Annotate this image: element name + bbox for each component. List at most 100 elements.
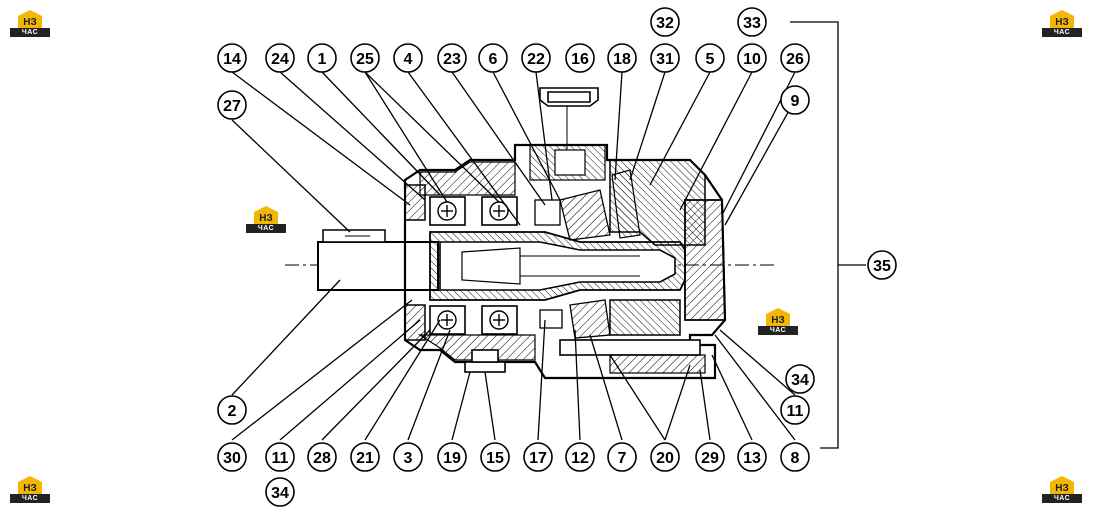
callout-label: 21	[356, 450, 374, 467]
callout-label: 24	[271, 51, 289, 68]
callout-circle	[737, 43, 767, 73]
rotor-assembly	[429, 231, 686, 301]
brand-logo-icon: НЗ	[766, 308, 790, 326]
callout-26: 26	[780, 43, 810, 73]
callout-19: 19	[437, 442, 467, 472]
callout-label: 34	[791, 372, 809, 389]
callout-label: 28	[313, 450, 331, 467]
callout-22: 22	[521, 43, 551, 73]
callout-9: 9	[780, 85, 810, 115]
callout-label: 25	[356, 51, 374, 68]
callout-circle	[695, 43, 725, 73]
callout-circle	[217, 43, 247, 73]
callout-18: 18	[607, 43, 637, 73]
callout-label: 32	[656, 15, 674, 32]
callout-label: 19	[443, 450, 461, 467]
callout-12: 12	[565, 442, 595, 472]
callout-33: 33	[737, 7, 767, 37]
callout-label: 34	[271, 485, 289, 502]
callout-circle	[523, 442, 553, 472]
callout-circle	[265, 477, 295, 507]
callout-circle	[737, 442, 767, 472]
callout-31: 31	[650, 43, 680, 73]
callout-circle	[393, 442, 423, 472]
callout-circle	[217, 90, 247, 120]
brand-logo-text: ЧАС	[758, 326, 798, 335]
callout-label: 1	[318, 51, 327, 68]
port-cap	[539, 87, 599, 107]
callout-circle	[437, 442, 467, 472]
brand-logo-bottom-left: НЗ ЧАС	[10, 474, 50, 510]
callout-label: 14	[223, 51, 241, 68]
callout-label: 20	[656, 450, 674, 467]
callout-30: 30	[217, 442, 247, 472]
callout-circle	[785, 364, 815, 394]
callout-14: 14	[217, 43, 247, 73]
callout-label: 3	[404, 450, 413, 467]
callout-label: 6	[489, 51, 498, 68]
callout-7: 7	[607, 442, 637, 472]
callout-circle	[607, 442, 637, 472]
brand-logo-mid-left: НЗ ЧАС	[246, 204, 286, 240]
callout-label: 31	[656, 51, 674, 68]
callout-circle	[307, 442, 337, 472]
callout-circle	[650, 442, 680, 472]
drive-shaft	[317, 229, 439, 291]
svg-text:НЗ: НЗ	[23, 17, 37, 28]
callout-24: 24	[265, 43, 295, 73]
callout-label: 27	[223, 98, 241, 115]
callout-16: 16	[565, 43, 595, 73]
callout-15: 15	[480, 442, 510, 472]
callout-label: 13	[743, 450, 761, 467]
brand-logo-text: ЧАС	[1042, 28, 1082, 37]
callout-1: 1	[307, 43, 337, 73]
callout-4: 4	[393, 43, 423, 73]
brand-logo-icon: НЗ	[1050, 10, 1074, 28]
callout-circle	[650, 7, 680, 37]
svg-text:НЗ: НЗ	[23, 483, 37, 494]
svg-text:НЗ: НЗ	[771, 315, 785, 326]
callout-label: 22	[527, 51, 545, 68]
callout-circle	[480, 442, 510, 472]
callout-label: 2	[228, 403, 237, 420]
callout-label: 9	[791, 93, 800, 110]
callout-34: 34	[785, 364, 815, 394]
callout-label: 7	[618, 450, 627, 467]
callout-circle	[350, 442, 380, 472]
callout-2: 2	[217, 395, 247, 425]
callout-circle	[565, 43, 595, 73]
callout-circle	[307, 43, 337, 73]
callout-circle	[217, 395, 247, 425]
svg-text:НЗ: НЗ	[1055, 483, 1069, 494]
callout-circle	[695, 442, 725, 472]
brand-logo-text: ЧАС	[10, 28, 50, 37]
brand-logo-top-left: НЗ ЧАС	[10, 8, 50, 44]
callout-23: 23	[437, 43, 467, 73]
callout-circle	[780, 85, 810, 115]
callout-label: 15	[486, 450, 504, 467]
callout-circle	[265, 43, 295, 73]
brand-logo-text: ЧАС	[10, 494, 50, 503]
callout-circle	[650, 43, 680, 73]
callout-circle	[478, 43, 508, 73]
svg-text:НЗ: НЗ	[1055, 17, 1069, 28]
callout-32: 32	[650, 7, 680, 37]
callout-label: 10	[743, 51, 761, 68]
brand-logo-text: ЧАС	[1042, 494, 1082, 503]
callout-circle	[780, 395, 810, 425]
brand-logo-icon: НЗ	[254, 206, 278, 224]
callout-circle	[217, 442, 247, 472]
callout-21: 21	[350, 442, 380, 472]
callout-circle	[265, 442, 295, 472]
callout-label: 16	[571, 51, 589, 68]
callout-circle	[393, 43, 423, 73]
callout-8: 8	[780, 442, 810, 472]
callout-6: 6	[478, 43, 508, 73]
callout-label: 29	[701, 450, 719, 467]
callout-circle	[867, 250, 897, 280]
callout-circle	[437, 43, 467, 73]
callout-label: 11	[787, 403, 804, 420]
callout-10: 10	[737, 43, 767, 73]
